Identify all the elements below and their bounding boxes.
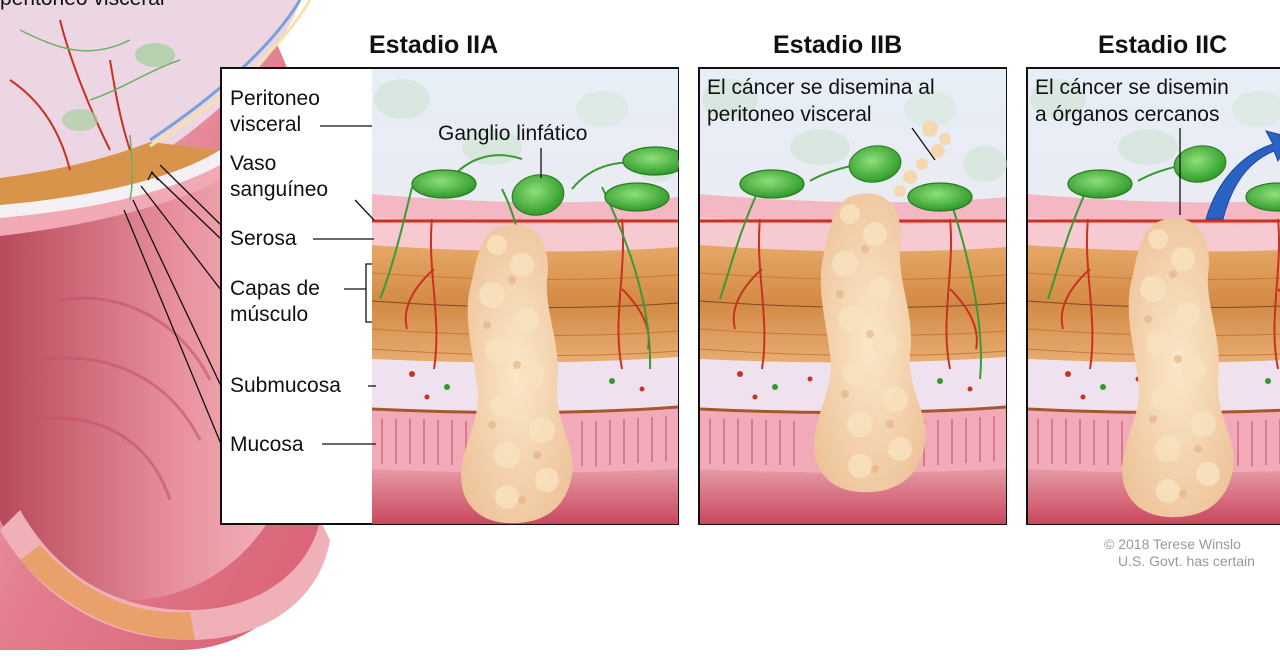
leader-lines xyxy=(123,125,1181,445)
label-vaso-line1: Vaso xyxy=(230,152,277,175)
stage-iia-title: Estadio IIA xyxy=(369,31,499,59)
label-capas-line2: músculo xyxy=(230,303,309,326)
label-peritoneo-line1: Peritoneo xyxy=(230,87,320,110)
stage-iib-title: Estadio IIB xyxy=(773,31,903,59)
panel-stage-iia xyxy=(220,67,681,526)
panel-stage-iic xyxy=(1026,67,1280,526)
panel-stage-iib xyxy=(698,67,1009,526)
label-mucosa: Mucosa xyxy=(230,433,304,456)
iic-caption-line2: a órganos cercanos xyxy=(1035,103,1220,126)
iib-caption-line1: El cáncer se disemina al xyxy=(707,76,935,99)
copyright-line1: © 2018 Terese Winslo xyxy=(1104,536,1241,552)
stage-iic-title: Estadio IIC xyxy=(1098,31,1228,59)
label-serosa: Serosa xyxy=(230,227,297,250)
iib-caption-line2: peritoneo visceral xyxy=(707,103,872,126)
label-ganglio-linfatico: Ganglio linfático xyxy=(438,122,588,145)
copyright-line2: U.S. Govt. has certain xyxy=(1118,553,1255,569)
iic-caption-line1: El cáncer se disemin xyxy=(1035,76,1229,99)
label-peritoneo-line2: visceral xyxy=(230,113,302,136)
top-partial-label: peritoneo visceral xyxy=(0,0,165,12)
label-submucosa: Submucosa xyxy=(230,374,341,397)
label-vaso-line2: sanguíneo xyxy=(230,178,329,201)
spread-arrow xyxy=(1205,130,1280,220)
label-capas-line1: Capas de xyxy=(230,277,320,300)
